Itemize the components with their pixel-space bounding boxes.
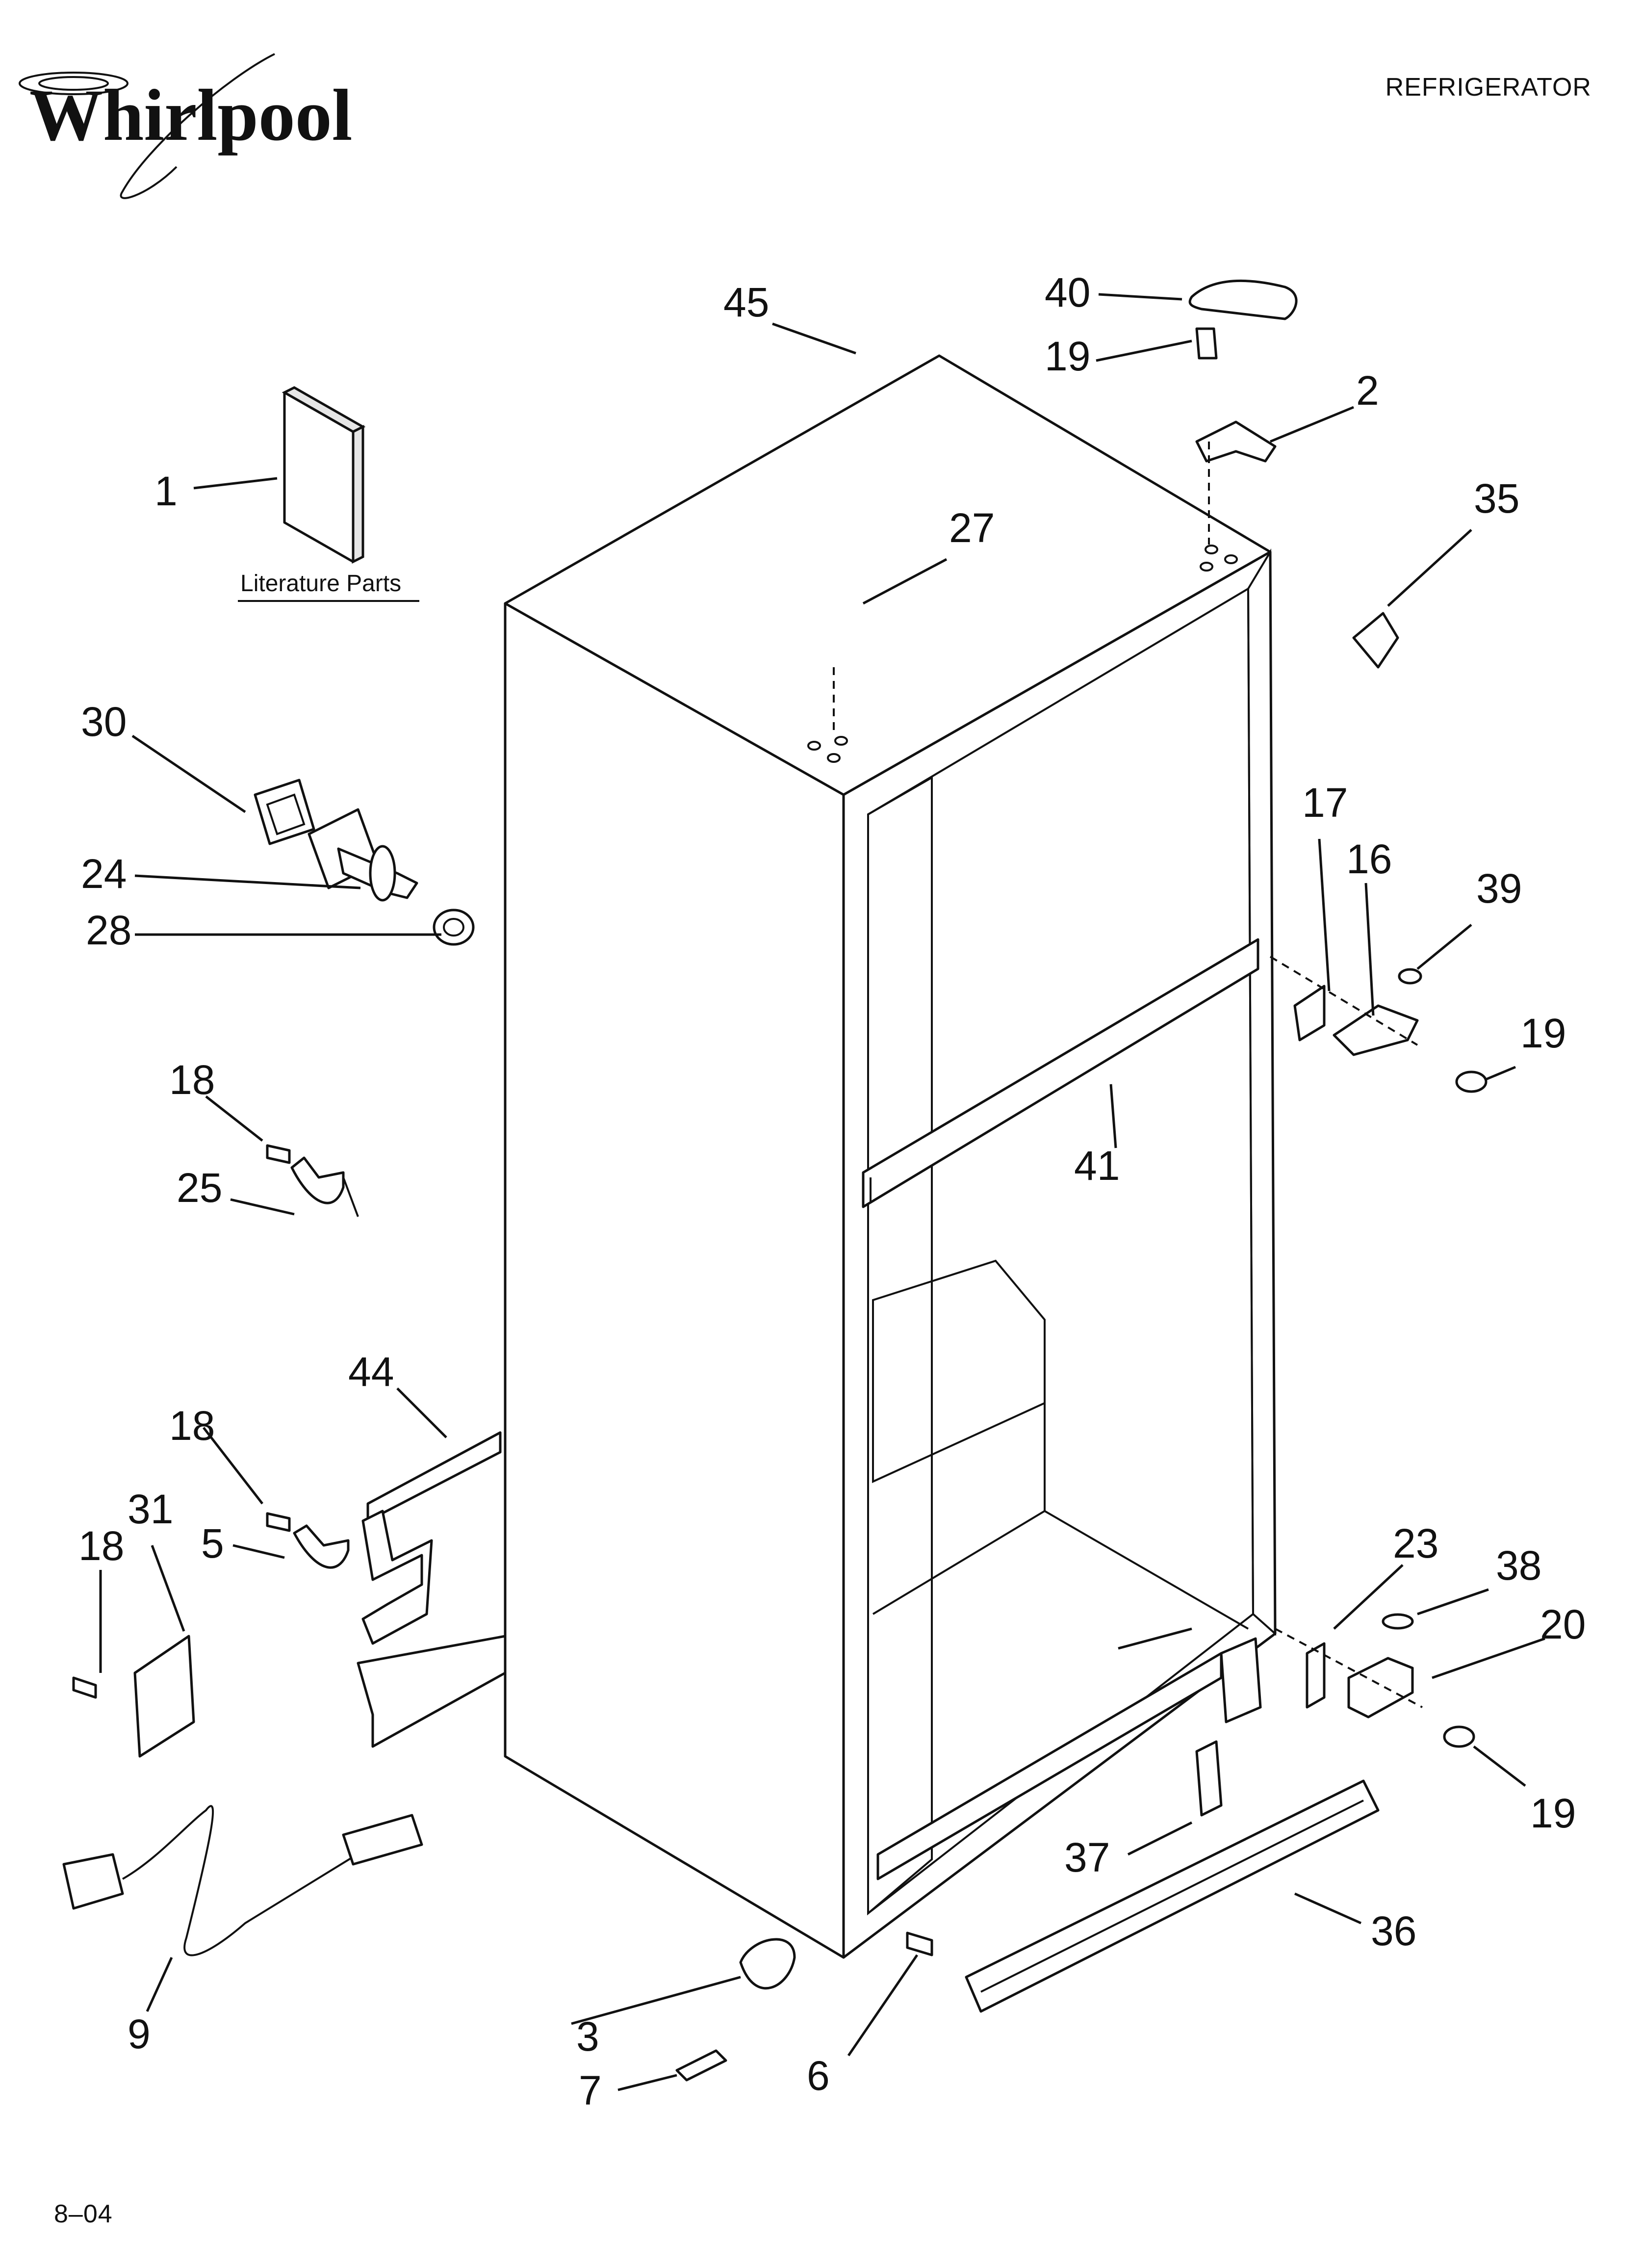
brand-name: Whirlpool [29, 75, 352, 156]
bottom-hinge [1220, 1613, 1475, 1748]
screw-clamp-upper [266, 1144, 359, 1217]
callout-5: 5 [201, 1520, 224, 1566]
leveling-legs [675, 1931, 933, 2082]
cover-plate [72, 1635, 195, 1758]
callout-44: 44 [348, 1349, 394, 1395]
callout-23: 23 [1393, 1520, 1438, 1566]
callout-19-top: 19 [1045, 333, 1090, 379]
literature-parts: Literature Parts [238, 386, 419, 602]
grille-clip [1195, 1740, 1223, 1817]
callout-6: 6 [807, 2053, 830, 2099]
callout-24: 24 [81, 851, 127, 897]
callout-40: 40 [1045, 269, 1090, 315]
callout-30: 30 [81, 699, 127, 745]
top-hinge [1195, 327, 1277, 463]
literature-label: Literature Parts [240, 571, 401, 597]
callout-18-upper: 18 [169, 1057, 215, 1103]
divider-rail [862, 938, 1259, 1208]
diagram-title: REFRIGERATOR [1385, 73, 1591, 102]
callout-19-bottom: 19 [1530, 1790, 1576, 1836]
callout-18-middle: 18 [169, 1403, 215, 1449]
power-cord [62, 1805, 423, 1956]
callout-numbers: 45 40 19 2 35 1 27 30 24 28 17 16 39 19 … [78, 269, 1586, 2113]
callout-20: 20 [1540, 1601, 1586, 1647]
callout-39: 39 [1476, 865, 1522, 912]
callout-45: 45 [723, 279, 769, 325]
hinge-pin-cap [1352, 612, 1399, 669]
callout-25: 25 [177, 1165, 222, 1211]
callout-31: 31 [128, 1486, 173, 1532]
center-hinge [1293, 968, 1488, 1093]
callout-17: 17 [1302, 780, 1348, 826]
control-knob-assembly [254, 779, 475, 946]
callout-27: 27 [949, 505, 995, 551]
whirlpool-logo: Whirlpool [19, 53, 352, 199]
callout-38: 38 [1496, 1542, 1541, 1589]
callout-36: 36 [1371, 1908, 1416, 1954]
callout-18-lower: 18 [78, 1523, 124, 1569]
callout-16: 16 [1346, 836, 1392, 882]
callout-19-right: 19 [1520, 1010, 1566, 1056]
callout-7: 7 [579, 2067, 602, 2113]
callout-3: 3 [576, 2013, 599, 2059]
callout-41: 41 [1074, 1143, 1120, 1189]
callout-35: 35 [1474, 475, 1519, 521]
revision-code: 8–04 [54, 2200, 113, 2228]
cabinet [504, 354, 1277, 1959]
callout-1: 1 [154, 468, 178, 514]
callout-28: 28 [86, 907, 131, 953]
back-panel-brackets [357, 1431, 507, 1748]
screw-clamp-lower [266, 1512, 350, 1569]
bottom-rail [876, 1652, 1223, 1880]
callout-9: 9 [128, 2011, 151, 2057]
callout-37: 37 [1064, 1834, 1110, 1880]
callout-2: 2 [1356, 367, 1379, 414]
leader-lines [99, 293, 1545, 2091]
hinge-cover-top [1188, 279, 1298, 320]
toe-grille [965, 1779, 1380, 2013]
